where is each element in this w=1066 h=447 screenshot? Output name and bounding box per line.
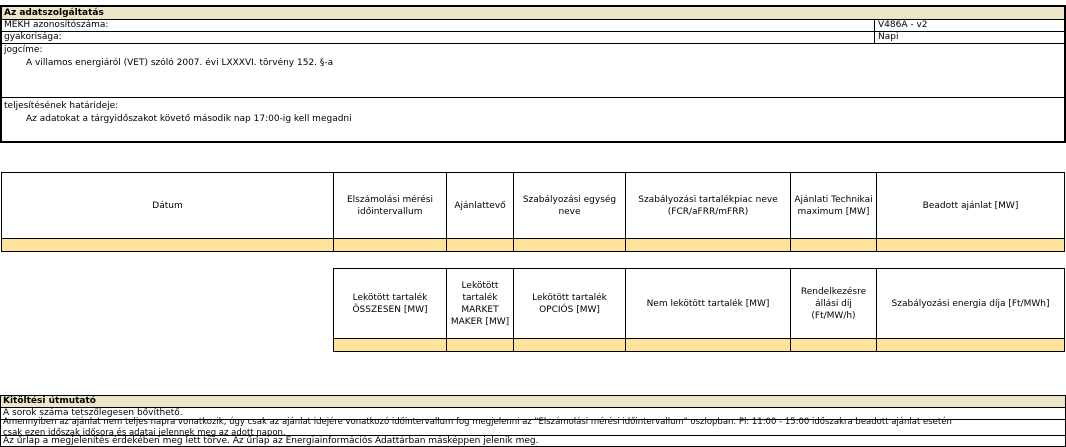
instruction-row: A sorok száma tetszőlegesen bővíthető. [1,408,1065,420]
table-row [333,338,1065,352]
col-submitted-offer-header: Beadott ajánlat [MW] [876,172,1065,239]
instruction-text: Az űrlap a megjelenítés érdekében meg le… [3,436,539,446]
input-cell[interactable] [446,238,514,252]
col-unit-header: Szabályozási egység neve [513,172,626,239]
frequency-value: Napi [878,32,899,42]
instructions-title: Kitöltési útmutató [3,396,96,406]
input-cell[interactable] [446,338,514,352]
input-cell[interactable] [513,238,626,252]
input-cell[interactable] [513,338,626,352]
col-technical-max-header: Ajánlati Technikai maximum [MW] [790,172,877,239]
frequency-row: gyakorisága: Napi [2,32,1064,44]
mekh-row: MEKH azonosítószáma: V486A - v2 [2,20,1064,32]
instructions-header: Kitöltési útmutató [1,396,1065,408]
col-availability-fee-header: Rendelkezésre állási díj (Ft/MW/h) [790,268,877,339]
col-reserved-total-header: Lekötött tartalék ÖSSZESEN [MW] [333,268,447,339]
deadline-block: teljesítésének határideje: Az adatokat a… [2,98,1064,141]
input-cell[interactable] [790,238,877,252]
section-title: Az adatszolgáltatás [4,8,104,18]
instruction-row: Amennyiben az ajánlat nem teljes napra v… [1,417,1065,438]
table-row [1,238,1065,252]
divider [874,20,875,31]
col-bidder-header: Ajánlattevő [446,172,514,239]
instruction-text: A sorok száma tetszőlegesen bővíthető. [3,408,183,418]
mekh-value: V486A - v2 [878,20,928,30]
input-cell[interactable] [876,238,1065,252]
input-cell[interactable] [790,338,877,352]
reserve-table: Lekötött tartalék ÖSSZESEN [MW] Lekötött… [333,268,1065,352]
table-header-row: Dátum Elszámolási mérési időintervallum … [1,172,1065,239]
instructions-block: Kitöltési útmutató A sorok száma tetszől… [0,395,1066,447]
instruction-text: csak ezen időszak idősora és adatai jele… [3,428,286,438]
legal-value: A villamos energiáról (VET) szóló 2007. … [26,58,334,68]
input-cell[interactable] [625,238,791,252]
deadline-label: teljesítésének határideje: [4,101,119,111]
input-cell[interactable] [876,338,1065,352]
input-cell[interactable] [333,338,447,352]
col-optional-header: Lekötött tartalék OPCIÓS [MW] [513,268,626,339]
col-interval-header: Elszámolási mérési időintervallum [333,172,447,239]
col-energy-fee-header: Szabályozási energia díja [Ft/MWh] [876,268,1065,339]
instruction-row: Az űrlap a megjelenítés érdekében meg le… [1,436,1065,447]
col-unreserved-header: Nem lekötött tartalék [MW] [625,268,791,339]
legal-label: jogcíme: [4,45,43,55]
input-cell[interactable] [625,338,791,352]
input-cell[interactable] [1,238,334,252]
instruction-text: Amennyiben az ajánlat nem teljes napra v… [3,417,952,427]
section-header: Az adatszolgáltatás [2,7,1064,20]
data-service-info-block: Az adatszolgáltatás MEKH azonosítószáma:… [0,5,1066,143]
col-market-header: Szabályozási tartalékpiac neve (FCR/aFRR… [625,172,791,239]
mekh-label: MEKH azonosítószáma: [4,20,109,30]
col-date-header: Dátum [1,172,334,239]
divider [874,32,875,43]
col-market-maker-header: Lekötött tartalék MARKET MAKER [MW] [446,268,514,339]
table-header-row: Lekötött tartalék ÖSSZESEN [MW] Lekötött… [333,268,1065,339]
frequency-label: gyakorisága: [4,32,62,42]
input-cell[interactable] [333,238,447,252]
deadline-value: Az adatokat a tárgyidőszakot követő máso… [26,114,352,124]
offer-table: Dátum Elszámolási mérési időintervallum … [1,172,1065,252]
legal-basis-block: jogcíme: A villamos energiáról (VET) szó… [2,44,1064,98]
